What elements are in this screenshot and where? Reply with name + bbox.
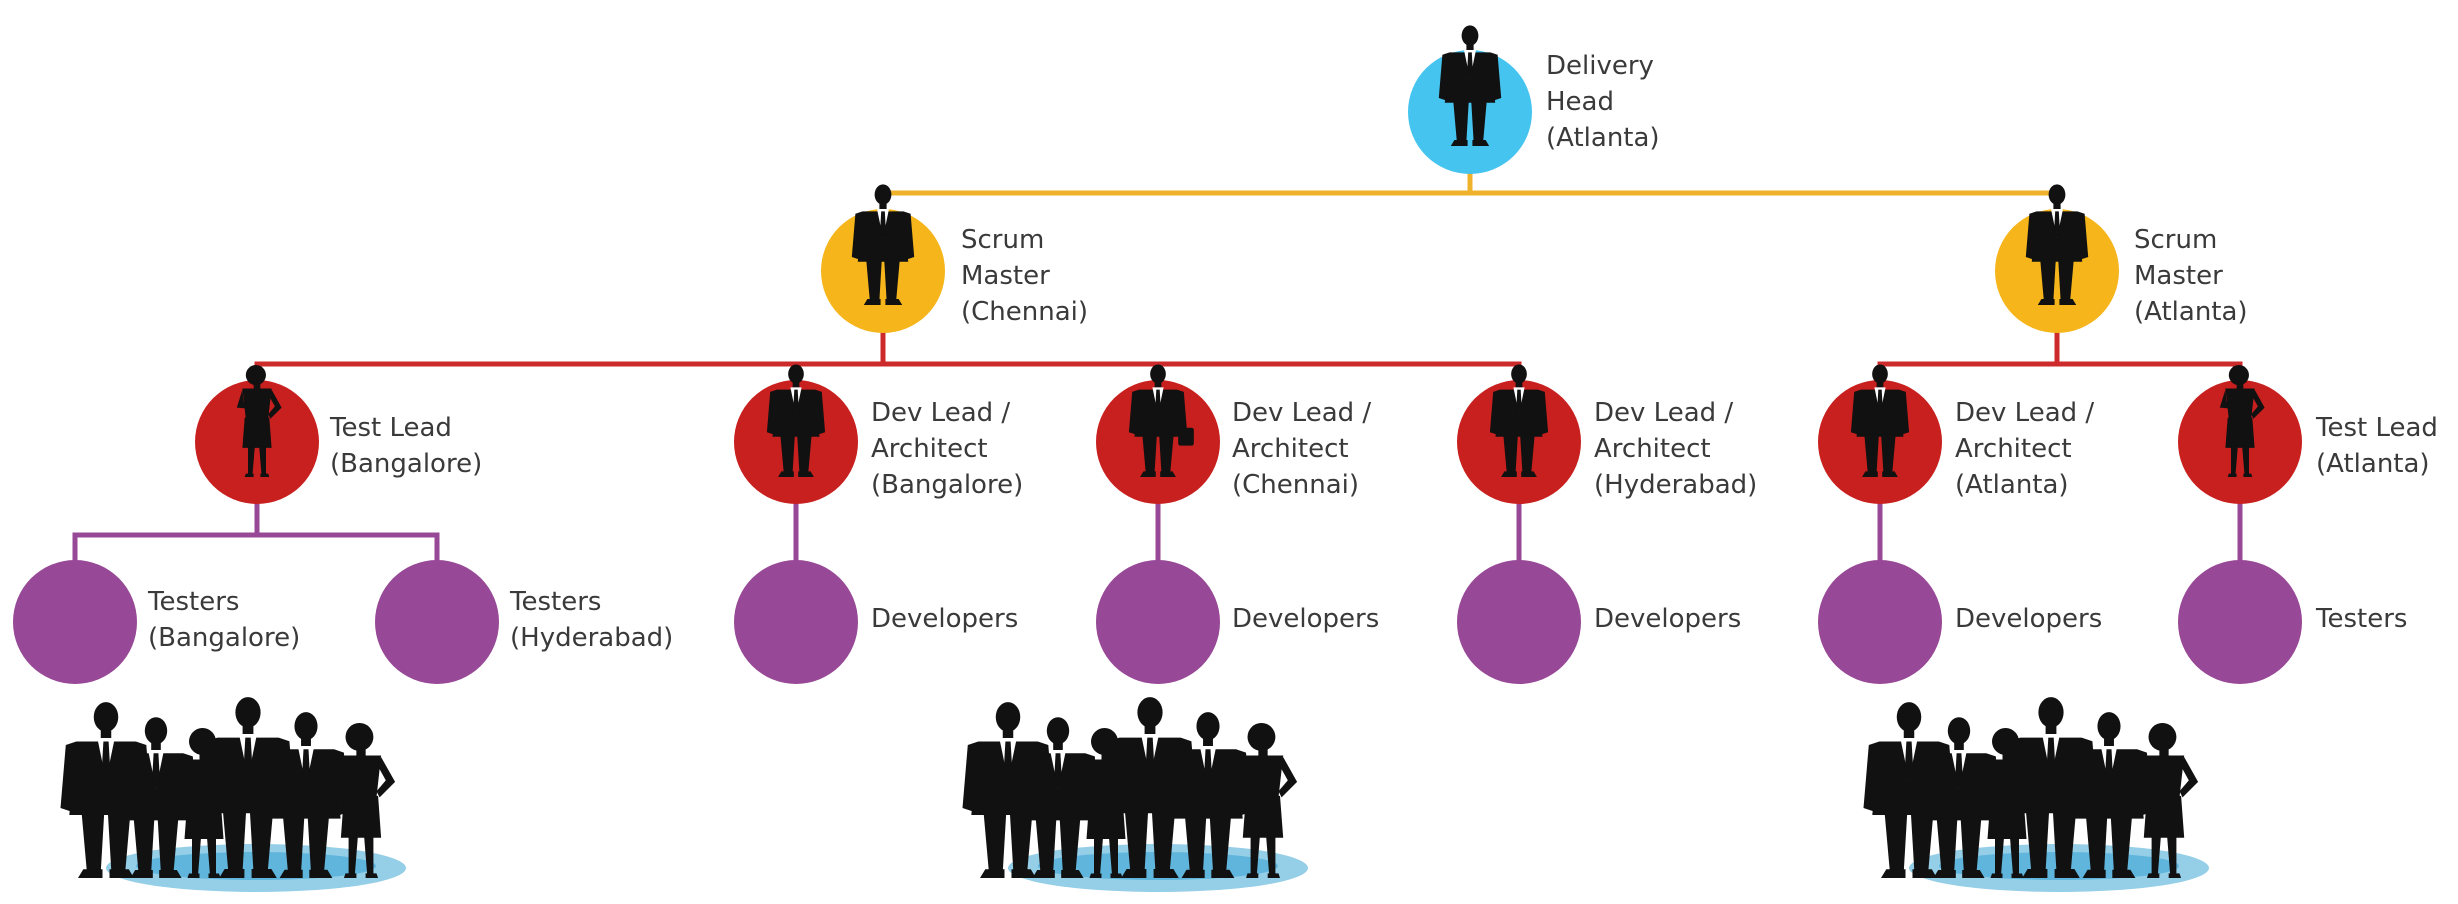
- node-dev-lead-bangalore: [734, 364, 858, 504]
- node-circle-dev-lead-atlanta: [1818, 380, 1942, 504]
- node-developers-3: [1457, 560, 1581, 684]
- node-circle-scrum-atlanta: [1995, 209, 2119, 333]
- node-scrum-atlanta: [1995, 184, 2119, 333]
- businessman-standing-icon: [1850, 364, 1910, 477]
- business-team-group-icon: [60, 697, 406, 892]
- node-testers-hyderabad: [375, 560, 499, 684]
- dev-lead-atlanta-label: Dev Lead / Architect (Atlanta): [1955, 398, 2095, 500]
- scrum-master-chennai-label: Scrum Master (Chennai): [961, 225, 1089, 327]
- developers-atlanta-label: Developers: [1955, 604, 2103, 634]
- woman-pose-icon: [236, 365, 282, 477]
- businessman-briefcase-icon: [1128, 364, 1194, 477]
- testers-hyderabad-label: Testers (Hyderabad): [510, 587, 674, 653]
- developers-hyderabad-label: Developers: [1594, 604, 1742, 634]
- businessman-standing-icon: [2025, 184, 2089, 305]
- businessman-standing-icon: [766, 364, 826, 477]
- node-circle-delivery-head: [1408, 50, 1532, 174]
- testers-bangalore-label: Testers (Bangalore): [148, 587, 301, 653]
- node-testers-bangalore: [13, 560, 137, 684]
- node-dev-lead-hyderabad: [1457, 364, 1581, 504]
- test-lead-bangalore-label: Test Lead (Bangalore): [330, 413, 483, 479]
- node-circle-testers-hyderabad: [375, 560, 499, 684]
- node-developers-1: [734, 560, 858, 684]
- node-circle-developers-3: [1457, 560, 1581, 684]
- node-scrum-chennai: [821, 184, 945, 333]
- scrum-master-atlanta-label: Scrum Master (Atlanta): [2134, 225, 2248, 327]
- dev-lead-hyderabad-label: Dev Lead / Architect (Hyderabad): [1594, 398, 1758, 500]
- node-developers-4: [1818, 560, 1942, 684]
- node-dev-lead-chennai: [1096, 364, 1220, 504]
- node-circle-dev-lead-bangalore: [734, 380, 858, 504]
- node-circle-testers-bangalore: [13, 560, 137, 684]
- delivery-head-label: Delivery Head (Atlanta): [1546, 51, 1660, 153]
- business-team-group-icon: [962, 697, 1308, 892]
- node-developers-2: [1096, 560, 1220, 684]
- node-circle-developers-4: [1818, 560, 1942, 684]
- node-circle-developers-2: [1096, 560, 1220, 684]
- node-circle-scrum-chennai: [821, 209, 945, 333]
- businessman-standing-icon: [1438, 25, 1502, 146]
- node-testers-atlanta: [2178, 560, 2302, 684]
- node-test-lead-atlanta: [2178, 365, 2302, 504]
- businessman-standing-icon: [1489, 364, 1549, 477]
- node-circle-dev-lead-chennai: [1096, 380, 1220, 504]
- node-dev-lead-atlanta: [1818, 364, 1942, 504]
- developers-bangalore-label: Developers: [871, 604, 1019, 634]
- dev-lead-chennai-label: Dev Lead / Architect (Chennai): [1232, 398, 1372, 500]
- testers-atlanta-label: Testers: [2316, 604, 2408, 634]
- node-circle-testers-atlanta: [2178, 560, 2302, 684]
- businessman-standing-icon: [851, 184, 915, 305]
- node-circle-dev-lead-hyderabad: [1457, 380, 1581, 504]
- node-delivery-head: [1408, 25, 1532, 174]
- woman-pose-icon: [2219, 365, 2265, 477]
- business-team-group-icon: [1863, 697, 2209, 892]
- node-test-lead-bangalore: [195, 365, 319, 504]
- test-lead-atlanta-label: Test Lead (Atlanta): [2316, 413, 2438, 479]
- node-circle-developers-1: [734, 560, 858, 684]
- dev-lead-bangalore-label: Dev Lead / Architect (Bangalore): [871, 398, 1024, 500]
- developers-chennai-label: Developers: [1232, 604, 1380, 634]
